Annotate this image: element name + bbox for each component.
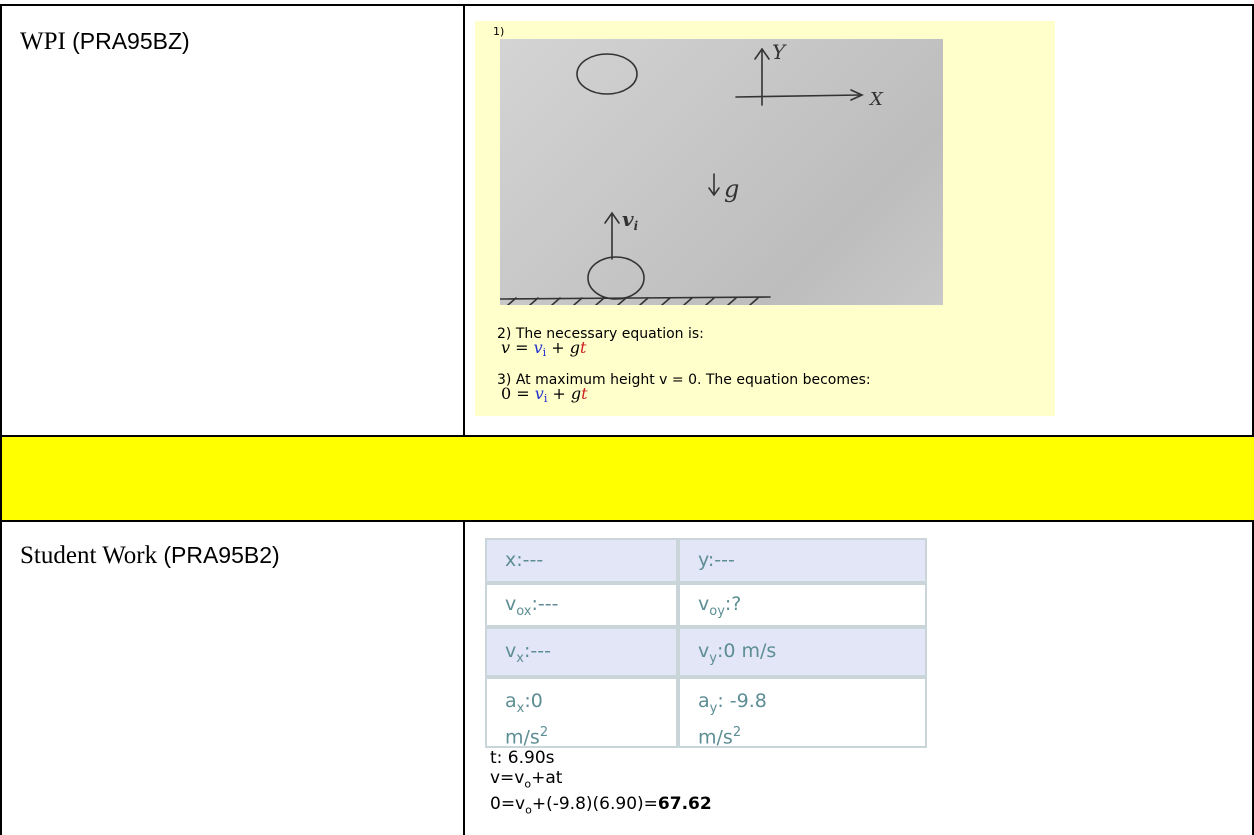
hand-drawn-sketch: Y X g vi xyxy=(500,39,943,305)
gravity-arrowhead xyxy=(708,187,720,197)
wpi-equation-3: 0 = vi + gt xyxy=(501,384,588,405)
wpi-step-1: 1) xyxy=(493,25,505,38)
x-axis-label: X xyxy=(868,89,884,110)
grid-row-velocity: vx:--- vy:0 m/s xyxy=(485,627,927,677)
wpi-step-2: 2) The necessary equation is: xyxy=(497,326,704,342)
table-border-top xyxy=(0,4,1254,6)
student-time-line: t: 6.90s xyxy=(490,748,555,768)
row-divider-1 xyxy=(0,435,1254,438)
y-axis-label: Y xyxy=(772,40,787,64)
student-problem-code: (PRA95B2) xyxy=(163,542,280,568)
cell-vox: vox:--- xyxy=(485,583,678,627)
cell-voy: voy:? xyxy=(678,583,927,627)
velocity-arrowhead xyxy=(604,211,620,224)
wpi-step-3: 3) At maximum height v = 0. The equation… xyxy=(497,372,871,388)
student-equation-line-1: v=vo+at xyxy=(490,768,563,791)
ball-top xyxy=(576,53,638,95)
wpi-problem-code: (PRA95BZ) xyxy=(72,28,190,54)
cell-vy: vy:0 m/s xyxy=(678,627,927,677)
row-divider-2 xyxy=(0,519,1254,522)
student-row-label: Student Work (PRA95B2) xyxy=(20,542,280,570)
velocity-label: vi xyxy=(622,207,639,233)
ground-hatching xyxy=(507,297,759,305)
x-axis-line xyxy=(735,94,861,98)
sketch-drawing: Y X g vi xyxy=(500,40,884,305)
wpi-equation-2: v = vi + gt xyxy=(501,338,587,359)
table-border-right xyxy=(1252,4,1254,835)
column-divider-top xyxy=(463,4,465,436)
wpi-solution-panel: 1) Y X xyxy=(475,21,1055,416)
grid-row-position: x:--- y:--- xyxy=(485,538,927,583)
cell-x: x:--- xyxy=(485,538,678,583)
highlight-band xyxy=(2,437,1254,520)
student-equation-line-2: 0=vo+(-9.8)(6.90)=67.62 xyxy=(490,794,712,817)
x-axis-arrowhead xyxy=(850,89,864,101)
wpi-row-label: WPI (PRA95BZ) xyxy=(20,28,190,56)
cell-y: y:--- xyxy=(678,538,927,583)
student-calculation: t: 6.90s v=vo+at 0=vo+(-9.8)(6.90)=67.62 xyxy=(490,748,712,821)
grid-row-initial-velocity: vox:--- voy:? xyxy=(485,583,927,627)
cell-vx: vx:--- xyxy=(485,627,678,677)
table-border-left xyxy=(0,4,2,835)
ground-line xyxy=(500,296,771,300)
ball-bottom xyxy=(587,256,645,300)
y-axis-arrowhead xyxy=(754,47,770,60)
column-divider-bottom xyxy=(463,520,465,835)
gravity-label: g xyxy=(724,175,739,203)
wpi-label-text: WPI xyxy=(20,28,73,55)
student-label-text: Student Work xyxy=(20,542,164,569)
